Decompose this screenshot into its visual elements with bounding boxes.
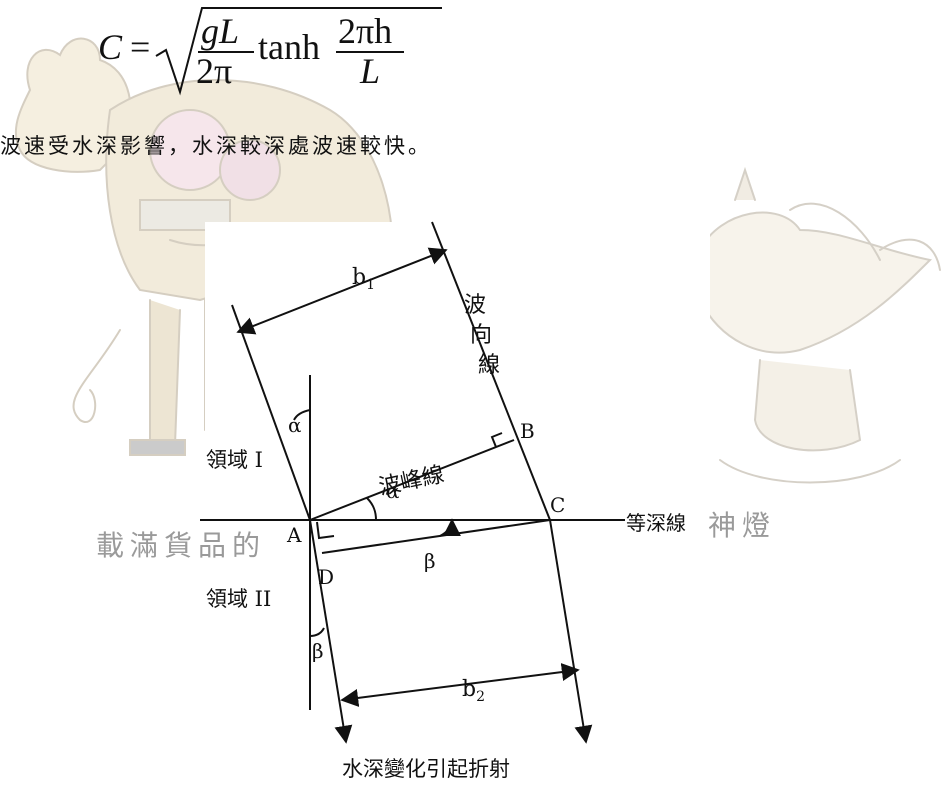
explanation-sentence: 波速受水深影響，水深較深處波速較快。 bbox=[0, 134, 432, 158]
formula-denominator-2: L bbox=[360, 51, 381, 91]
formula-tanh: tanh bbox=[258, 27, 320, 67]
width-b2-arrow bbox=[340, 663, 580, 707]
wave-speed-formula: C = gL 2π tanh 2πh L bbox=[98, 4, 442, 96]
label-b1-main: b bbox=[352, 265, 366, 290]
label-alpha-lower: α bbox=[386, 479, 400, 503]
sketch-caption-left: 載滿貨品的 bbox=[96, 529, 266, 562]
formula-numerator-2: 2πh bbox=[338, 11, 393, 51]
label-depth-contour: 等深線 bbox=[626, 511, 686, 535]
wave-ray-right-lower bbox=[549, 519, 593, 744]
width-b1-arrow bbox=[236, 247, 448, 335]
label-region-1: 領域 I bbox=[206, 448, 263, 472]
label-wave-ray-3: 線 bbox=[478, 353, 500, 378]
label-b2-main: b bbox=[462, 677, 476, 702]
wave-crest-line-upper bbox=[309, 439, 515, 521]
label-wave-ray-1: 波 bbox=[464, 293, 486, 318]
label-beta-upper: β bbox=[424, 549, 436, 573]
formula-lhs: C bbox=[98, 27, 123, 67]
point-d: D bbox=[318, 565, 334, 589]
formula-equals: = bbox=[130, 27, 151, 67]
point-a: A bbox=[286, 523, 302, 547]
beta-arc-lower bbox=[309, 627, 325, 637]
label-b2-sub: 2 bbox=[476, 689, 485, 705]
wave-ray-left-lower bbox=[309, 519, 353, 744]
wave-ray-right-upper bbox=[431, 221, 551, 521]
alpha-arc-upper bbox=[293, 409, 311, 421]
point-b: B bbox=[520, 419, 535, 443]
radical-sign bbox=[155, 7, 442, 96]
label-wave-ray-2: 向 bbox=[470, 323, 492, 348]
right-angle-mark-b bbox=[490, 432, 503, 448]
label-b1-sub: 1 bbox=[366, 277, 375, 293]
formula-denominator-1: 2π bbox=[196, 51, 233, 91]
wave-ray-left-upper bbox=[231, 304, 311, 521]
wave-crest-line-lower bbox=[321, 519, 551, 554]
label-beta-lower: β bbox=[312, 639, 324, 663]
diagram-caption: 水深變化引起折射 bbox=[342, 757, 510, 781]
formula-numerator-1: gL bbox=[201, 11, 240, 51]
label-alpha-upper: α bbox=[288, 413, 302, 437]
label-region-2: 領域 II bbox=[206, 587, 271, 611]
beta-arc-upper bbox=[439, 518, 461, 537]
label-b2: b2 bbox=[462, 677, 485, 705]
label-b1: b1 bbox=[352, 265, 375, 293]
lamp-illustration bbox=[699, 166, 941, 484]
point-c: C bbox=[550, 493, 565, 517]
right-angle-mark-d bbox=[316, 521, 335, 540]
alpha-arc-lower bbox=[366, 497, 377, 521]
sketch-caption-right: 神燈 bbox=[708, 509, 776, 542]
